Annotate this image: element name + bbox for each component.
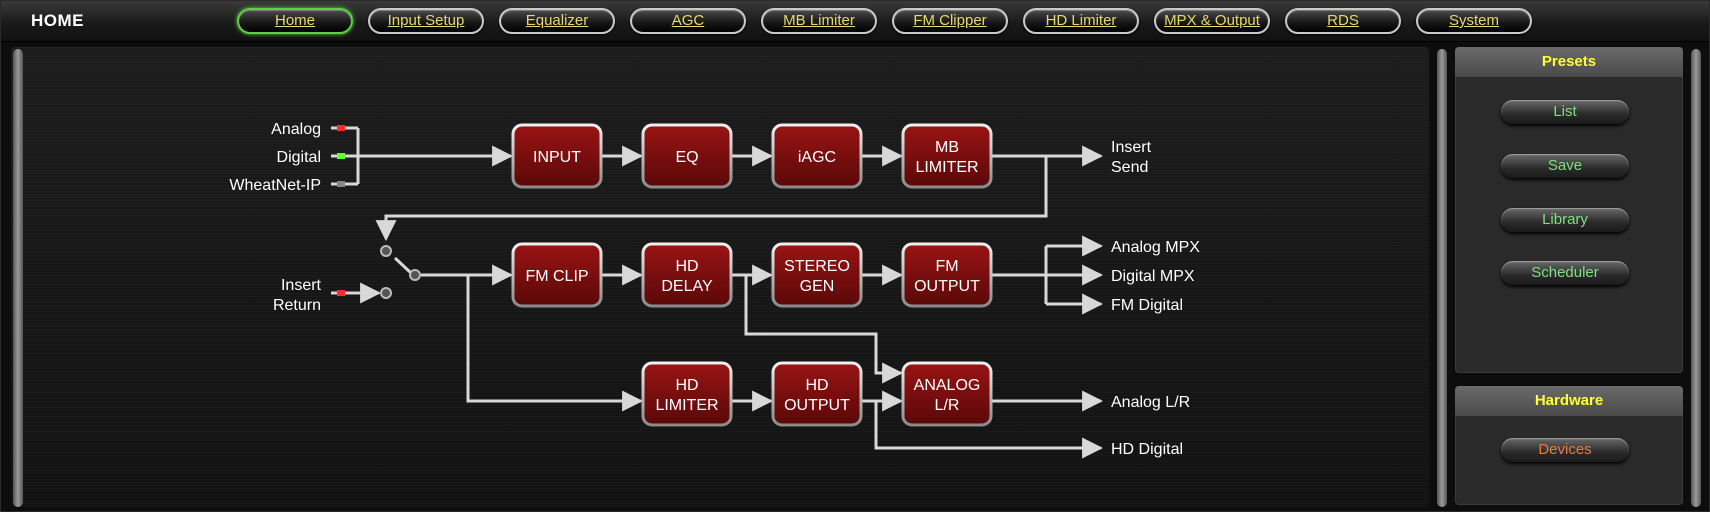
fm-output-label-2: OUTPUT xyxy=(914,278,980,295)
input-block-label: INPUT xyxy=(533,149,581,166)
hd-output-label-2: OUTPUT xyxy=(784,397,850,414)
tab-equalizer[interactable]: Equalizer xyxy=(499,8,615,34)
switch-nodes xyxy=(380,245,421,299)
iagc-block-label: iAGC xyxy=(798,149,836,166)
stereo-gen-label-2: GEN xyxy=(800,278,835,295)
left-scrollbar[interactable] xyxy=(13,49,23,507)
eq-block-label: EQ xyxy=(675,149,698,166)
right-scrollbar[interactable] xyxy=(1691,49,1701,507)
mb-limiter-label-2: LIMITER xyxy=(915,159,978,176)
presets-library-button[interactable]: Library xyxy=(1501,208,1629,232)
eq-block[interactable]: EQ xyxy=(641,123,733,189)
hd-limiter-block[interactable]: HD LIMITER xyxy=(641,361,733,427)
app-window: HOME Home Input Setup Equalizer AGC MB L… xyxy=(0,0,1710,512)
top-nav-bar: HOME Home Input Setup Equalizer AGC MB L… xyxy=(1,1,1709,42)
hd-output-block[interactable]: HD OUTPUT xyxy=(771,361,863,427)
analog-lr-label-1: ANALOG xyxy=(914,377,981,394)
presets-scheduler-button[interactable]: Scheduler xyxy=(1501,261,1629,285)
digital-input-led xyxy=(337,153,345,159)
output-label-digital-mpx: Digital MPX xyxy=(1111,268,1195,285)
output-label-analog-lr: Analog L/R xyxy=(1111,394,1190,411)
hardware-panel: Hardware Devices xyxy=(1455,386,1683,505)
insert-return-led xyxy=(337,290,345,296)
tab-mb-limiter[interactable]: MB Limiter xyxy=(761,8,877,34)
input-label-analog: Analog xyxy=(271,121,321,138)
analog-lr-block[interactable]: ANALOG L/R xyxy=(901,361,993,427)
wheatnet-input-led xyxy=(337,181,345,187)
hardware-header: Hardware xyxy=(1455,386,1683,416)
presets-save-button[interactable]: Save xyxy=(1501,154,1629,178)
output-label-insert-send-2: Send xyxy=(1111,159,1148,176)
tab-mpx-output[interactable]: MPX & Output xyxy=(1154,8,1270,34)
stereo-gen-label-1: STEREO xyxy=(784,258,850,275)
center-scrollbar[interactable] xyxy=(1437,49,1447,507)
hd-limiter-label-1: HD xyxy=(675,377,698,394)
fm-clip-block[interactable]: FM CLIP xyxy=(511,242,603,308)
input-label-insert-return-2: Return xyxy=(273,297,321,314)
tab-home[interactable]: Home xyxy=(237,8,353,34)
output-label-insert-send-1: Insert xyxy=(1111,139,1152,156)
presets-list-button[interactable]: List xyxy=(1501,100,1629,124)
input-label-digital: Digital xyxy=(277,149,321,166)
presets-header: Presets xyxy=(1455,47,1683,77)
input-label-wheatnet: WheatNet-IP xyxy=(229,177,321,194)
hardware-devices-button[interactable]: Devices xyxy=(1501,438,1629,462)
iagc-block[interactable]: iAGC xyxy=(771,123,863,189)
page-title: HOME xyxy=(31,11,84,30)
hd-delay-label-2: DELAY xyxy=(661,278,713,295)
output-label-hd-digital: HD Digital xyxy=(1111,441,1183,458)
fm-output-label-1: FM xyxy=(935,258,958,275)
tab-hd-limiter[interactable]: HD Limiter xyxy=(1023,8,1139,34)
signal-lines xyxy=(331,126,1104,459)
input-block[interactable]: INPUT xyxy=(511,123,603,189)
input-label-insert-return-1: Insert xyxy=(281,277,322,294)
hd-output-label-1: HD xyxy=(805,377,828,394)
hd-limiter-label-2: LIMITER xyxy=(655,397,718,414)
presets-panel: Presets List Save Library Scheduler xyxy=(1455,47,1683,373)
output-label-analog-mpx: Analog MPX xyxy=(1111,239,1200,256)
output-label-fm-digital: FM Digital xyxy=(1111,297,1183,314)
tab-input-setup[interactable]: Input Setup xyxy=(368,8,484,34)
analog-lr-label-2: L/R xyxy=(935,397,960,414)
tab-fm-clipper[interactable]: FM Clipper xyxy=(892,8,1008,34)
mb-limiter-label-1: MB xyxy=(935,139,959,156)
fm-output-block[interactable]: FM OUTPUT xyxy=(901,242,993,308)
tab-rds[interactable]: RDS xyxy=(1285,8,1401,34)
tab-agc[interactable]: AGC xyxy=(630,8,746,34)
tab-system[interactable]: System xyxy=(1416,8,1532,34)
mb-limiter-block[interactable]: MB LIMITER xyxy=(901,123,993,189)
hd-delay-block[interactable]: HD DELAY xyxy=(641,242,733,308)
signal-flow-diagram: Analog Digital WheatNet-IP Insert Return… xyxy=(229,121,1200,459)
fm-clip-label: FM CLIP xyxy=(525,268,588,285)
stereo-gen-block[interactable]: STEREO GEN xyxy=(771,242,863,308)
analog-input-led xyxy=(337,125,345,131)
hd-delay-label-1: HD xyxy=(675,258,698,275)
